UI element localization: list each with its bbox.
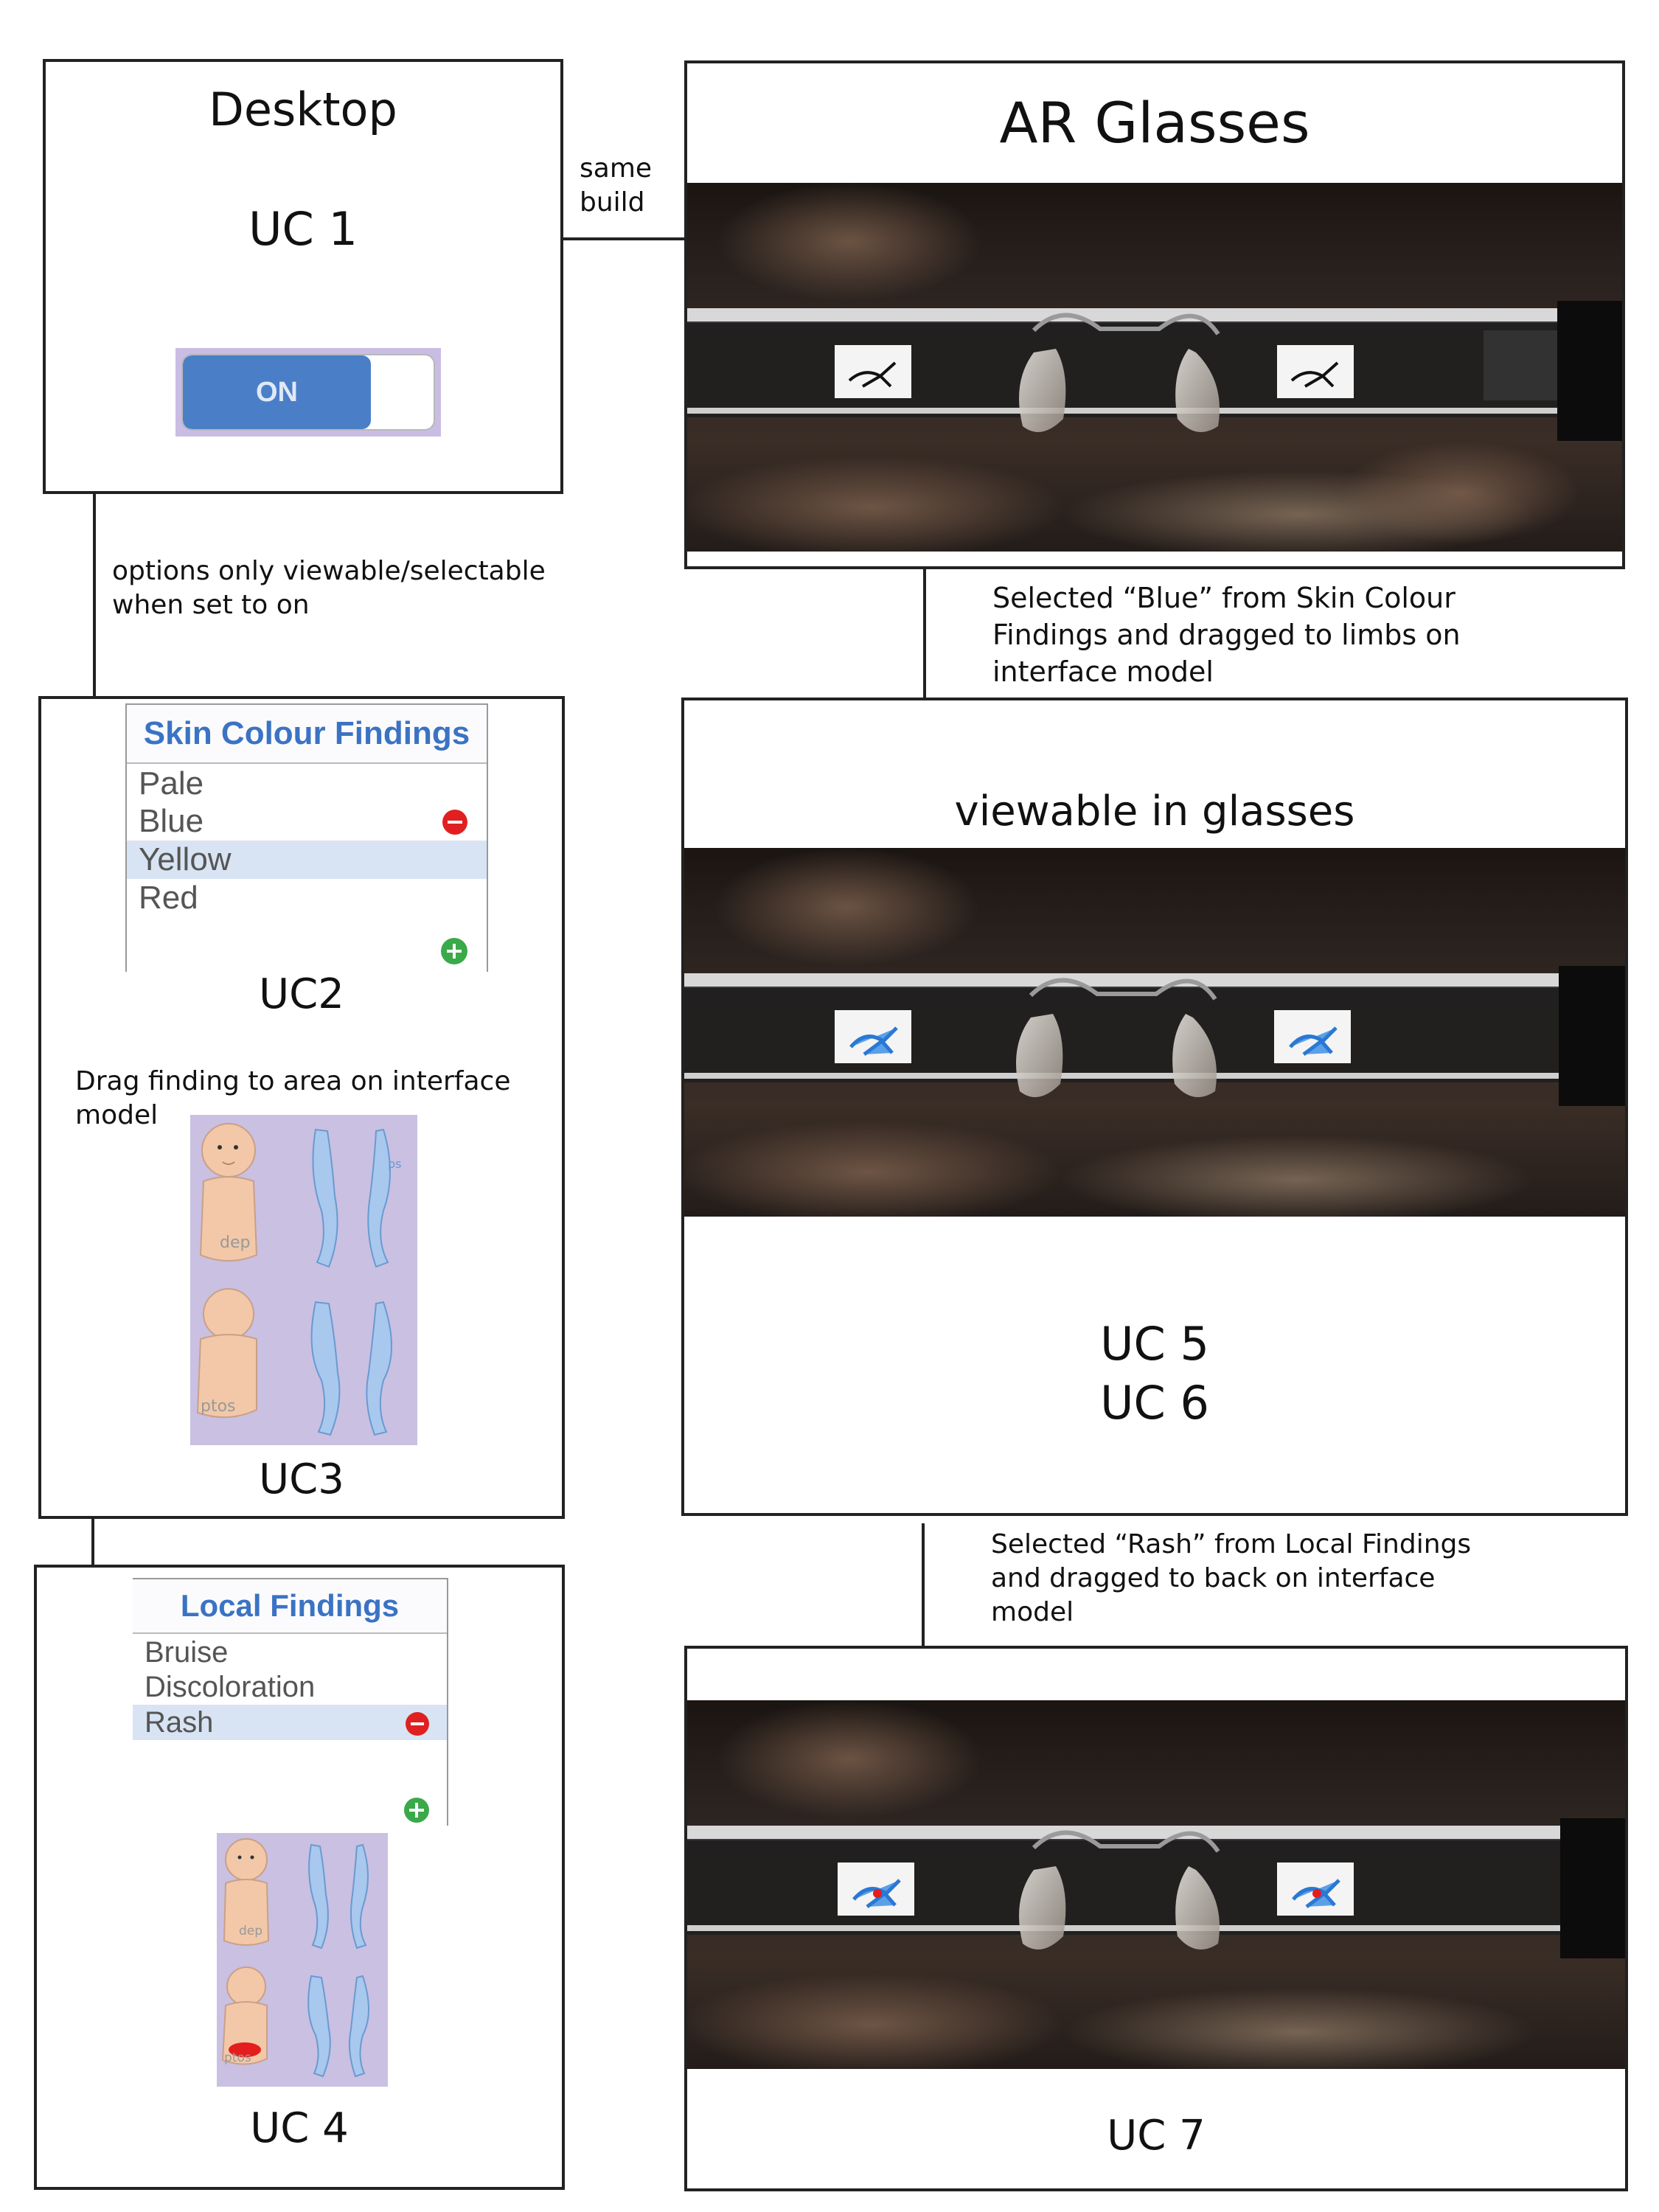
connector-blue (923, 569, 926, 699)
svg-text:ptos: ptos (201, 1397, 236, 1416)
glasses-photo-2 (684, 848, 1625, 1217)
svg-text:ptos: ptos (224, 2051, 251, 2065)
uc5-label: UC 5 (1100, 1317, 1209, 1371)
interface-body-model: dep ptos ps (190, 1115, 417, 1445)
uc1-label: UC 1 (248, 202, 358, 256)
body-model-figure: dep ptos (221, 1838, 270, 2065)
uc7-panel: UC 7 (684, 1646, 1628, 2191)
uc7-label: UC 7 (1107, 2112, 1206, 2160)
viewable-title: viewable in glasses (954, 787, 1355, 835)
uc3-label: UC3 (259, 1455, 344, 1503)
connector-same-build (563, 237, 686, 240)
blue-note: Selected “Blue” from Skin Colour Finding… (992, 582, 1461, 688)
ar-glasses-panel: AR Glasses (684, 60, 1625, 569)
rash-marker (229, 2042, 261, 2057)
local-findings-list: Local Findings Bruise Discoloration Rash (133, 1578, 448, 1826)
drag-instruction: Drag finding to area on interface model (75, 1066, 511, 1130)
finding-item-pale[interactable]: Pale (139, 765, 204, 801)
remove-finding-icon[interactable] (442, 810, 467, 835)
viewable-panel: viewable in glasses UC 5 UC 6 (681, 698, 1628, 1516)
local-findings-header: Local Findings (133, 1579, 447, 1634)
svg-text:dep: dep (220, 1234, 250, 1252)
svg-text:dep: dep (239, 1924, 262, 1938)
skin-colour-header: Skin Colour Findings (127, 705, 487, 764)
toggle-on-label: ON (183, 355, 371, 429)
same-build-note: same build (580, 153, 653, 218)
finding-item-blue[interactable]: Blue (127, 802, 487, 841)
ar-glasses-title: AR Glasses (999, 90, 1310, 156)
glasses-marker-icon (848, 361, 1339, 388)
desktop-title: Desktop (209, 83, 397, 136)
svg-text:ps: ps (388, 1157, 402, 1171)
rash-note: Selected “Rash” from Local Findings and … (991, 1529, 1472, 1627)
finding-item-discoloration[interactable]: Discoloration (145, 1671, 316, 1703)
skin-colour-panel-box: Skin Colour Findings Pale Blue Yellow Re… (38, 696, 565, 1519)
finding-item-rash[interactable]: Rash (133, 1705, 447, 1740)
options-note: options only viewable/selectable when se… (112, 556, 546, 620)
connector-rash (922, 1523, 925, 1647)
remove-finding-icon[interactable] (406, 1712, 429, 1736)
finding-item-label: Blue (139, 803, 204, 839)
glasses-photo-3 (687, 1700, 1625, 2069)
uc4-label: UC 4 (250, 2104, 349, 2152)
uc6-label: UC 6 (1100, 1376, 1209, 1430)
finding-item-bruise[interactable]: Bruise (145, 1636, 229, 1669)
finding-item-label: Rash (145, 1706, 214, 1739)
local-findings-panel-box: Local Findings Bruise Discoloration Rash… (34, 1565, 565, 2190)
interface-body-model-rash: dep ptos (217, 1833, 388, 2087)
desktop-panel: Desktop UC 1 ON (43, 59, 563, 494)
on-off-toggle[interactable]: ON (181, 354, 435, 431)
body-model-figure: dep ptos (196, 1123, 258, 1419)
connector-options (93, 494, 96, 698)
uc2-label: UC2 (259, 970, 344, 1018)
add-finding-icon[interactable] (404, 1798, 429, 1823)
glasses-photo-1 (687, 183, 1622, 552)
finding-item-yellow[interactable]: Yellow (127, 841, 487, 879)
on-toggle-container: ON (175, 348, 441, 437)
skin-colour-findings-list: Skin Colour Findings Pale Blue Yellow Re… (125, 703, 488, 972)
add-finding-icon[interactable] (441, 938, 467, 964)
connector-uc3-uc4 (91, 1519, 94, 1568)
finding-item-red[interactable]: Red (139, 880, 198, 916)
